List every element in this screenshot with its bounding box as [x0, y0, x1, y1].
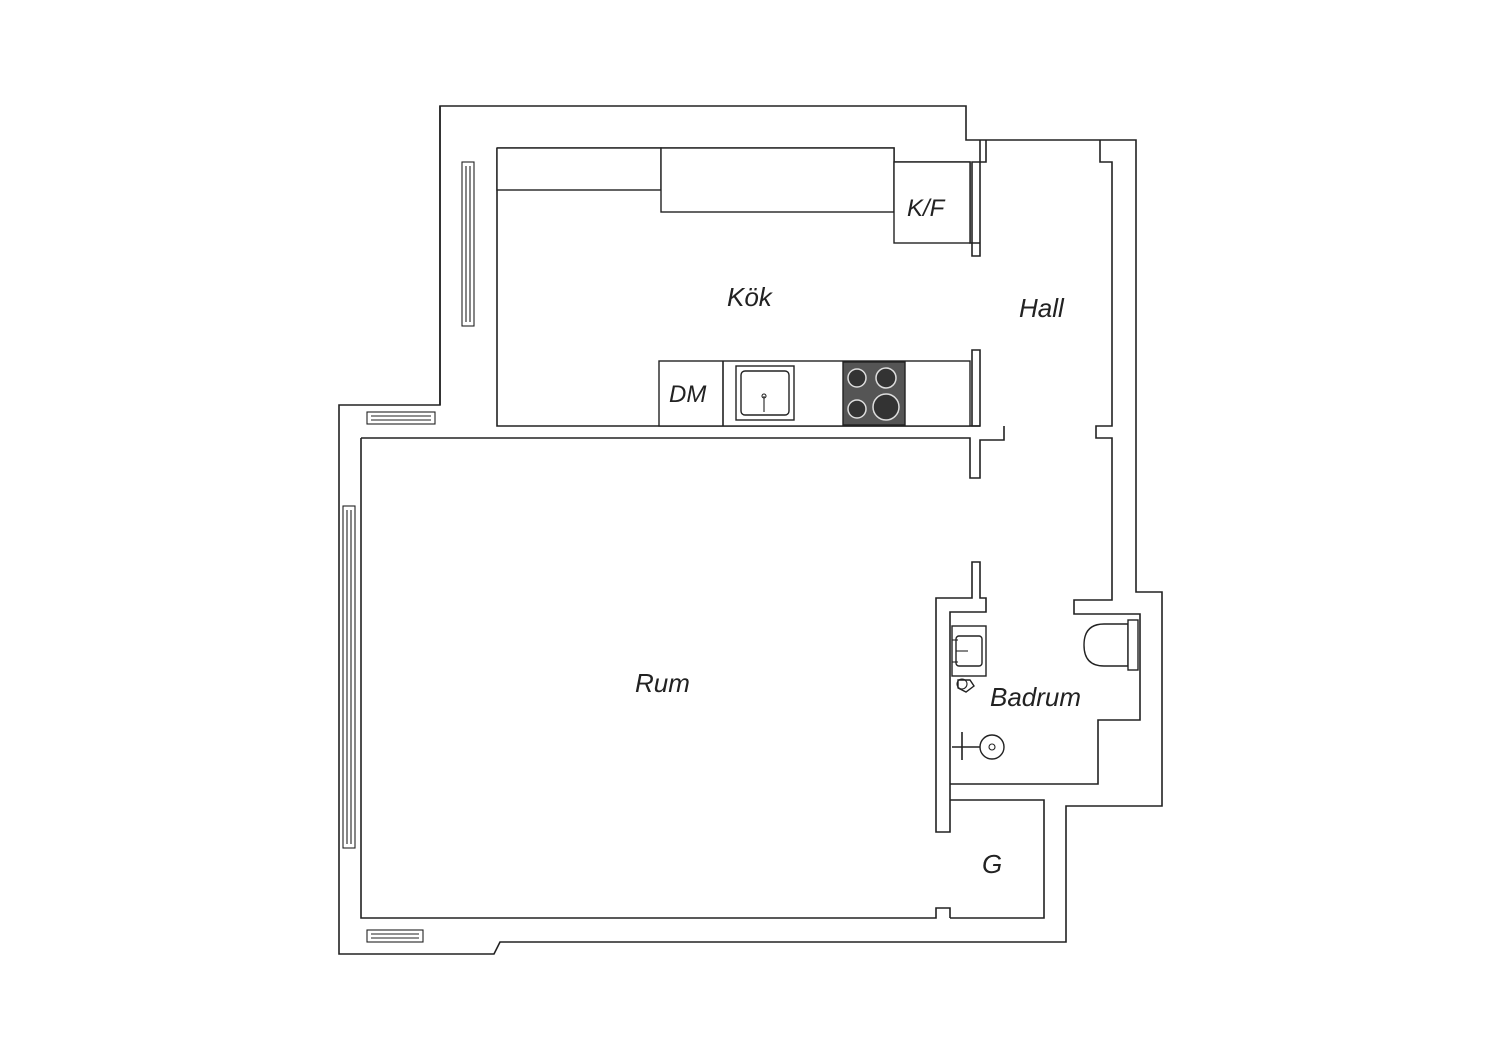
- room-label-living: Rum: [635, 668, 690, 698]
- toilet-icon: [1083, 619, 1139, 671]
- window-living-left: [342, 505, 356, 849]
- wardrobe-wall: [950, 799, 1045, 919]
- sink-icon: [735, 365, 795, 421]
- fixture-label-dishwasher: DM: [669, 381, 706, 408]
- water-heater-icon: [956, 678, 975, 693]
- window-living-top: [366, 411, 436, 425]
- washbasin-icon: [951, 625, 987, 677]
- living-inner-wall: [360, 438, 951, 919]
- kitchen-fixtures: [496, 147, 971, 427]
- fridge-freezer-box: [893, 161, 971, 244]
- window-living-bottom: [366, 929, 424, 943]
- upper-counter-left: [496, 147, 662, 191]
- hall-right-wall: [950, 140, 1141, 785]
- stove-icon: [842, 361, 906, 426]
- shower-icon: [952, 732, 1005, 760]
- fixture-label-fridge-freezer: K/F: [907, 195, 946, 222]
- bathroom-fixtures: [951, 619, 1139, 760]
- window-kitchen: [461, 161, 475, 327]
- bathroom-wall: [935, 561, 987, 833]
- room-label-hall: Hall: [1019, 293, 1065, 323]
- upper-counter-right: [660, 147, 895, 213]
- outer-wall-outline: [338, 105, 1163, 955]
- room-label-bathroom: Badrum: [990, 682, 1081, 712]
- room-label-kitchen: Kök: [727, 282, 774, 312]
- lower-counter: [658, 360, 971, 427]
- kitchen-divider-wall: [361, 426, 1005, 479]
- room-label-wardrobe: G: [982, 849, 1002, 879]
- windows: [342, 161, 475, 943]
- hall-wall-stub-top: [971, 140, 987, 257]
- hall-wall-stub-mid: [971, 349, 981, 427]
